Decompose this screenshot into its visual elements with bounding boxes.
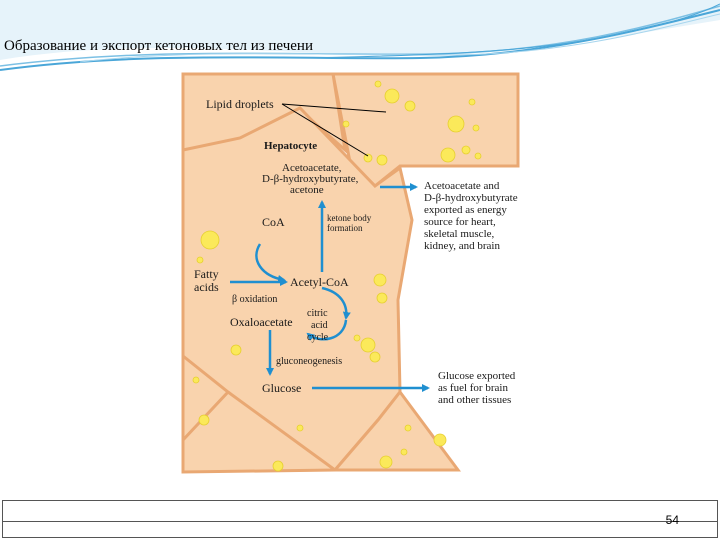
fatty-acids-label-2: acids: [194, 280, 219, 294]
export-ketones-label-5: skeletal muscle,: [424, 228, 495, 240]
fatty-acids-label-1: Fatty: [194, 267, 219, 281]
ketone-formation-label-1: ketone body: [327, 213, 372, 223]
export-glucose-label-3: and other tissues: [438, 394, 512, 406]
lipid-pointer-lines: [281, 103, 387, 157]
oxaloacetate-label: Oxaloacetate: [230, 315, 293, 329]
export-ketones-label-6: kidney, and brain: [424, 240, 500, 252]
ketones-label-2: D-β-hydroxybutyrate,: [262, 173, 359, 185]
slide-title: Образование и экспорт кетоновых тел из п…: [4, 38, 313, 54]
ketones-label-3: acetone: [290, 184, 324, 196]
citric-label-3: cycle: [307, 332, 329, 343]
lipid-droplets-label: Lipid droplets: [206, 97, 274, 111]
export-ketones-label-2: D-β-hydroxybutyrate: [424, 192, 518, 204]
export-ketones-label-4: source for heart,: [424, 216, 496, 228]
export-ketones-label-3: exported as energy: [424, 204, 507, 216]
ketone-formation-label-2: formation: [327, 223, 363, 233]
export-glucose-label-2: as fuel for brain: [438, 382, 508, 394]
citric-label-2: acid: [311, 320, 328, 331]
page-number: 54: [665, 513, 679, 527]
acetyl-coa-label: Acetyl-CoA: [290, 275, 349, 289]
beta-oxidation-label: β oxidation: [232, 294, 278, 305]
gluconeogenesis-label: gluconeogenesis: [276, 356, 343, 367]
hepatocyte-label: Hepatocyte: [264, 140, 318, 152]
glucose-label: Glucose: [262, 381, 302, 395]
bottom-membrane: [227, 390, 336, 472]
ketones-label-1: Acetoacetate,: [282, 162, 342, 174]
export-ketones-label-1: Acetoacetate and: [424, 180, 500, 192]
slide-footer: 54: [2, 500, 718, 538]
header-waves: [0, 0, 720, 71]
footer-divider: [3, 521, 717, 522]
export-glucose-label-1: Glucose exported: [438, 370, 516, 382]
lipid-droplets: [192, 80, 482, 472]
citric-label-1: citric: [307, 308, 328, 319]
pathway-arrows: [230, 183, 430, 392]
coa-label: CoA: [262, 215, 285, 229]
